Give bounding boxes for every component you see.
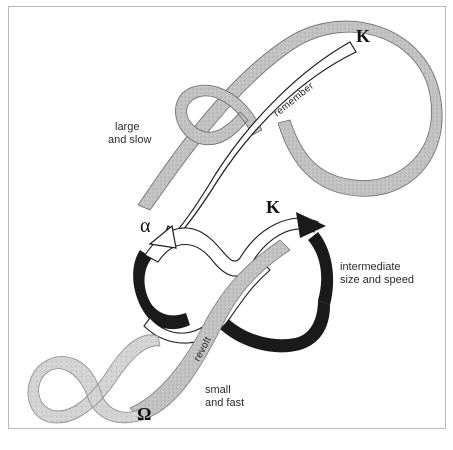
intermediate-loop-right-edge bbox=[308, 232, 333, 305]
small-loop-label-line1: small bbox=[205, 384, 231, 396]
alpha-symbol: α bbox=[140, 215, 151, 237]
intermediate-k-symbol: K bbox=[266, 197, 280, 217]
large-loop bbox=[138, 21, 442, 210]
intermediate-loop-left-dark bbox=[133, 250, 190, 329]
intermediate-label-line2: size and speed bbox=[340, 274, 414, 286]
omega-symbol: Ω bbox=[137, 404, 151, 424]
intermediate-k-arrowhead bbox=[296, 212, 326, 238]
intermediate-label-line1: intermediate bbox=[340, 261, 401, 273]
large-loop-label-line2: and slow bbox=[108, 134, 151, 146]
small-loop-label-line2: and fast bbox=[205, 397, 244, 409]
large-loop-label-line1: large bbox=[115, 121, 139, 133]
large-loop-k-symbol: K bbox=[356, 26, 370, 46]
alpha-arrowhead bbox=[150, 226, 176, 248]
